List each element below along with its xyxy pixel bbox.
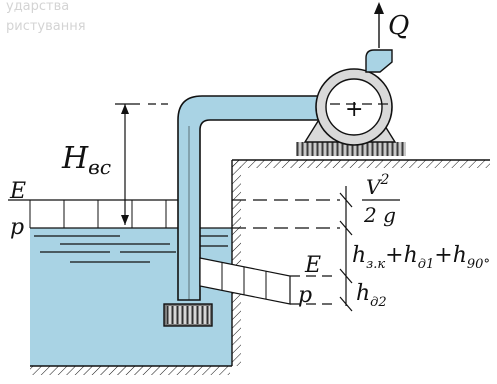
energy-label-left: E — [9, 179, 26, 204]
energy-label-right: E — [304, 253, 321, 278]
exit-loss-label: hд2 — [356, 281, 387, 310]
flow-label: Q — [388, 11, 409, 41]
watermark-line-2: ристування — [6, 19, 86, 34]
head-losses-label: hз.к+hд1+h90° — [352, 243, 490, 272]
watermark-line-1: ударства — [6, 0, 69, 14]
discharge-outlet — [365, 49, 393, 73]
velocity-head-numerator: V2 — [366, 172, 389, 199]
reservoir-water — [30, 228, 232, 366]
ground-hatch — [232, 160, 490, 168]
flow-arrow-head — [374, 2, 384, 14]
impeller-plus-icon: + — [345, 97, 363, 122]
piezo-label-right: p — [298, 283, 312, 308]
reservoir-bottom-hatch — [30, 366, 230, 375]
velocity-head-denominator: 2 g — [363, 203, 396, 227]
piezo-label-left: p — [10, 215, 24, 240]
pump-impeller — [325, 78, 383, 136]
wall-hatch — [232, 160, 241, 366]
suction-height-label: Hвс — [61, 141, 111, 179]
